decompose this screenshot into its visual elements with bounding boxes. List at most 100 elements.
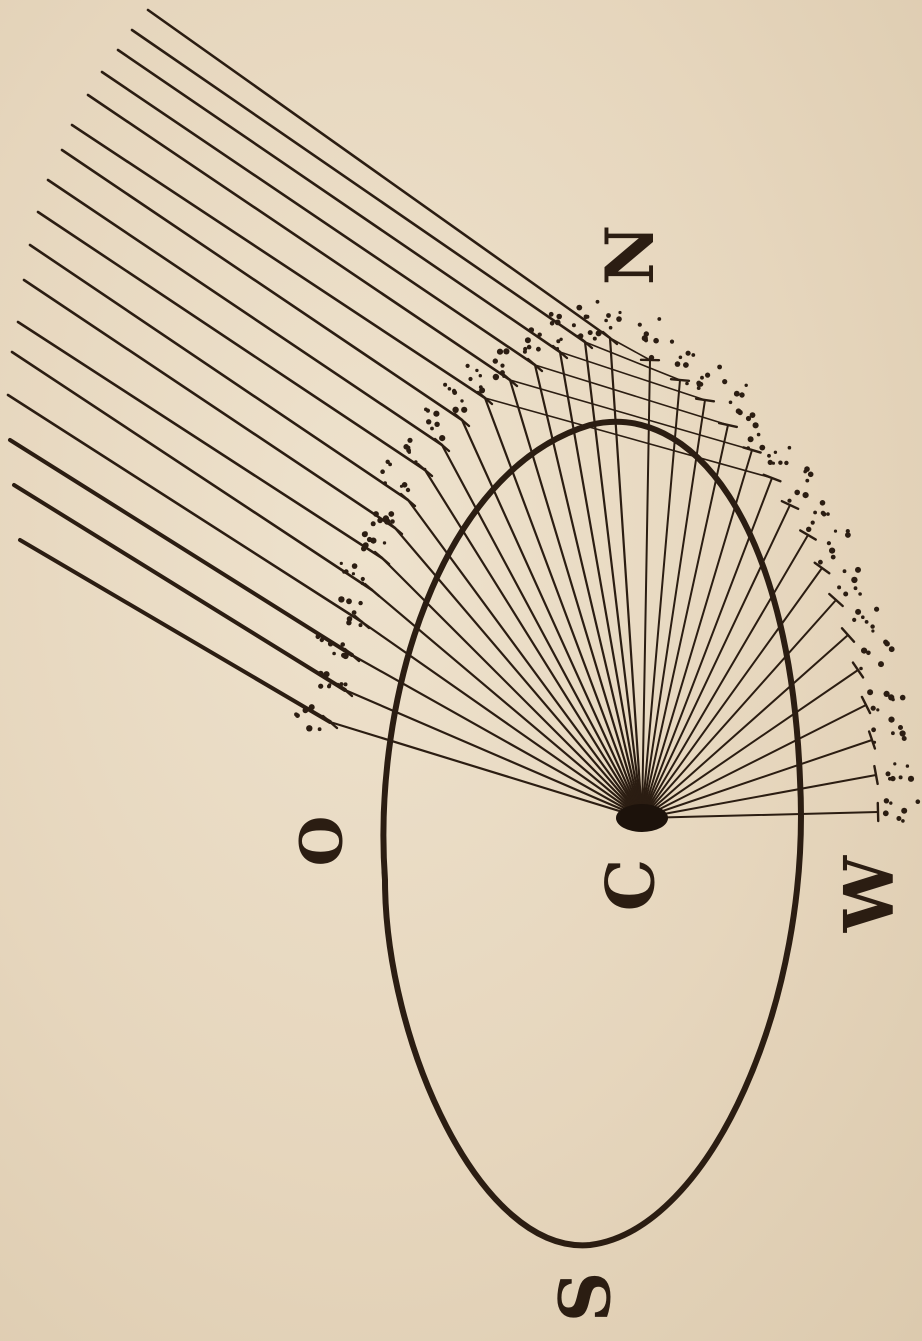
stipple-dot [426, 419, 432, 425]
stipple-dot [867, 689, 874, 696]
stipple-dot [728, 400, 733, 405]
stipple-dot [685, 350, 691, 356]
tail-ray [36, 210, 427, 472]
sun-focus-mark [616, 804, 668, 832]
ray-tick [669, 378, 691, 382]
light-ray [440, 443, 644, 820]
tail-ray [86, 93, 512, 382]
stipple-dot [302, 707, 309, 714]
stipple-dot [479, 387, 486, 394]
stipple-dot [616, 316, 622, 322]
light-ray [641, 449, 753, 819]
light-ray [641, 504, 791, 819]
stipple-dot [618, 310, 622, 315]
stipple-dot [468, 376, 473, 382]
stipple-dot [587, 330, 593, 336]
light-ray [641, 567, 823, 819]
stipple-dot [528, 327, 535, 333]
stipple-dot [295, 713, 300, 718]
stipple-dot [829, 547, 836, 554]
stipple-dot [899, 694, 906, 701]
light-ray [641, 477, 773, 819]
ray-tick [363, 582, 381, 598]
stipple-dot [845, 529, 850, 534]
light-ray [641, 811, 879, 819]
stipple-dot [896, 816, 902, 821]
light-ray [641, 359, 651, 819]
east-label: O [287, 815, 356, 867]
light-ray [533, 363, 644, 820]
stipple-dot [737, 409, 743, 416]
tail-ray [12, 483, 347, 692]
stipple-dot [898, 725, 903, 730]
stipple-dot [767, 453, 771, 458]
stipple-dot [641, 335, 648, 342]
stipple-dot [859, 666, 863, 671]
light-ray [583, 340, 644, 820]
stipple-dot [388, 511, 395, 517]
stipple-dot [327, 641, 334, 647]
stipple-dot [915, 799, 921, 804]
ray-tick [501, 372, 519, 388]
stipple-dot [536, 346, 541, 352]
ray-tick [453, 412, 471, 428]
west-label: W [830, 855, 911, 933]
stipple-dot [342, 570, 346, 574]
stipple-dot [340, 642, 346, 647]
stipple-dot [377, 517, 383, 524]
stipple-dot [888, 646, 895, 653]
stipple-dot [343, 682, 348, 687]
stipple-dot [576, 304, 583, 311]
light-ray [641, 399, 706, 819]
stipple-dot [425, 408, 430, 413]
tail-ray [60, 148, 464, 422]
stipple-dot [339, 561, 343, 566]
stipple-dot [820, 510, 826, 516]
stipple-dot [876, 708, 880, 712]
stipple-dot [382, 541, 387, 545]
stipple-dot [461, 406, 468, 413]
light-ray [508, 378, 644, 820]
stipple-dot [380, 469, 385, 475]
stipple-dot [637, 322, 642, 327]
ray-tick [476, 390, 494, 406]
light-ray [641, 379, 681, 819]
stipple-dot [722, 379, 728, 385]
light-ray [608, 336, 644, 820]
light-ray [350, 653, 644, 820]
stipple-dot [739, 392, 745, 398]
stipple-dot [855, 566, 861, 573]
light-ray [360, 620, 644, 820]
stipple-dot [901, 807, 908, 814]
stipple-dot [678, 355, 683, 360]
stipple-dot [878, 661, 884, 668]
ray-tick [799, 529, 817, 541]
ray-tick [399, 492, 417, 508]
light-ray [380, 556, 644, 820]
stipple-dot [332, 651, 336, 656]
stipple-dot [373, 511, 379, 517]
stipple-dot [773, 450, 778, 454]
stipple-dot [778, 460, 783, 465]
tail-ray [534, 364, 729, 426]
stipple-dot [522, 349, 527, 354]
stipple-dot [845, 532, 851, 538]
ray-tick [526, 357, 544, 373]
stipple-dot [433, 410, 440, 417]
stipple-dot [478, 374, 482, 378]
stipple-dot [503, 348, 510, 355]
north-label: N [591, 224, 670, 286]
stipple-dot [319, 637, 324, 643]
stipple-dot [315, 634, 321, 640]
stipple-dot [338, 596, 345, 603]
light-ray [641, 739, 873, 819]
ray-tick [718, 421, 738, 429]
stipple-dot [837, 585, 842, 590]
stipple-dot [434, 421, 440, 427]
stipple-dot [308, 704, 315, 711]
stipple-dot [905, 764, 910, 768]
stipple-dot [866, 650, 871, 656]
stipple-dot [870, 624, 875, 629]
stipple-dot [807, 471, 814, 478]
